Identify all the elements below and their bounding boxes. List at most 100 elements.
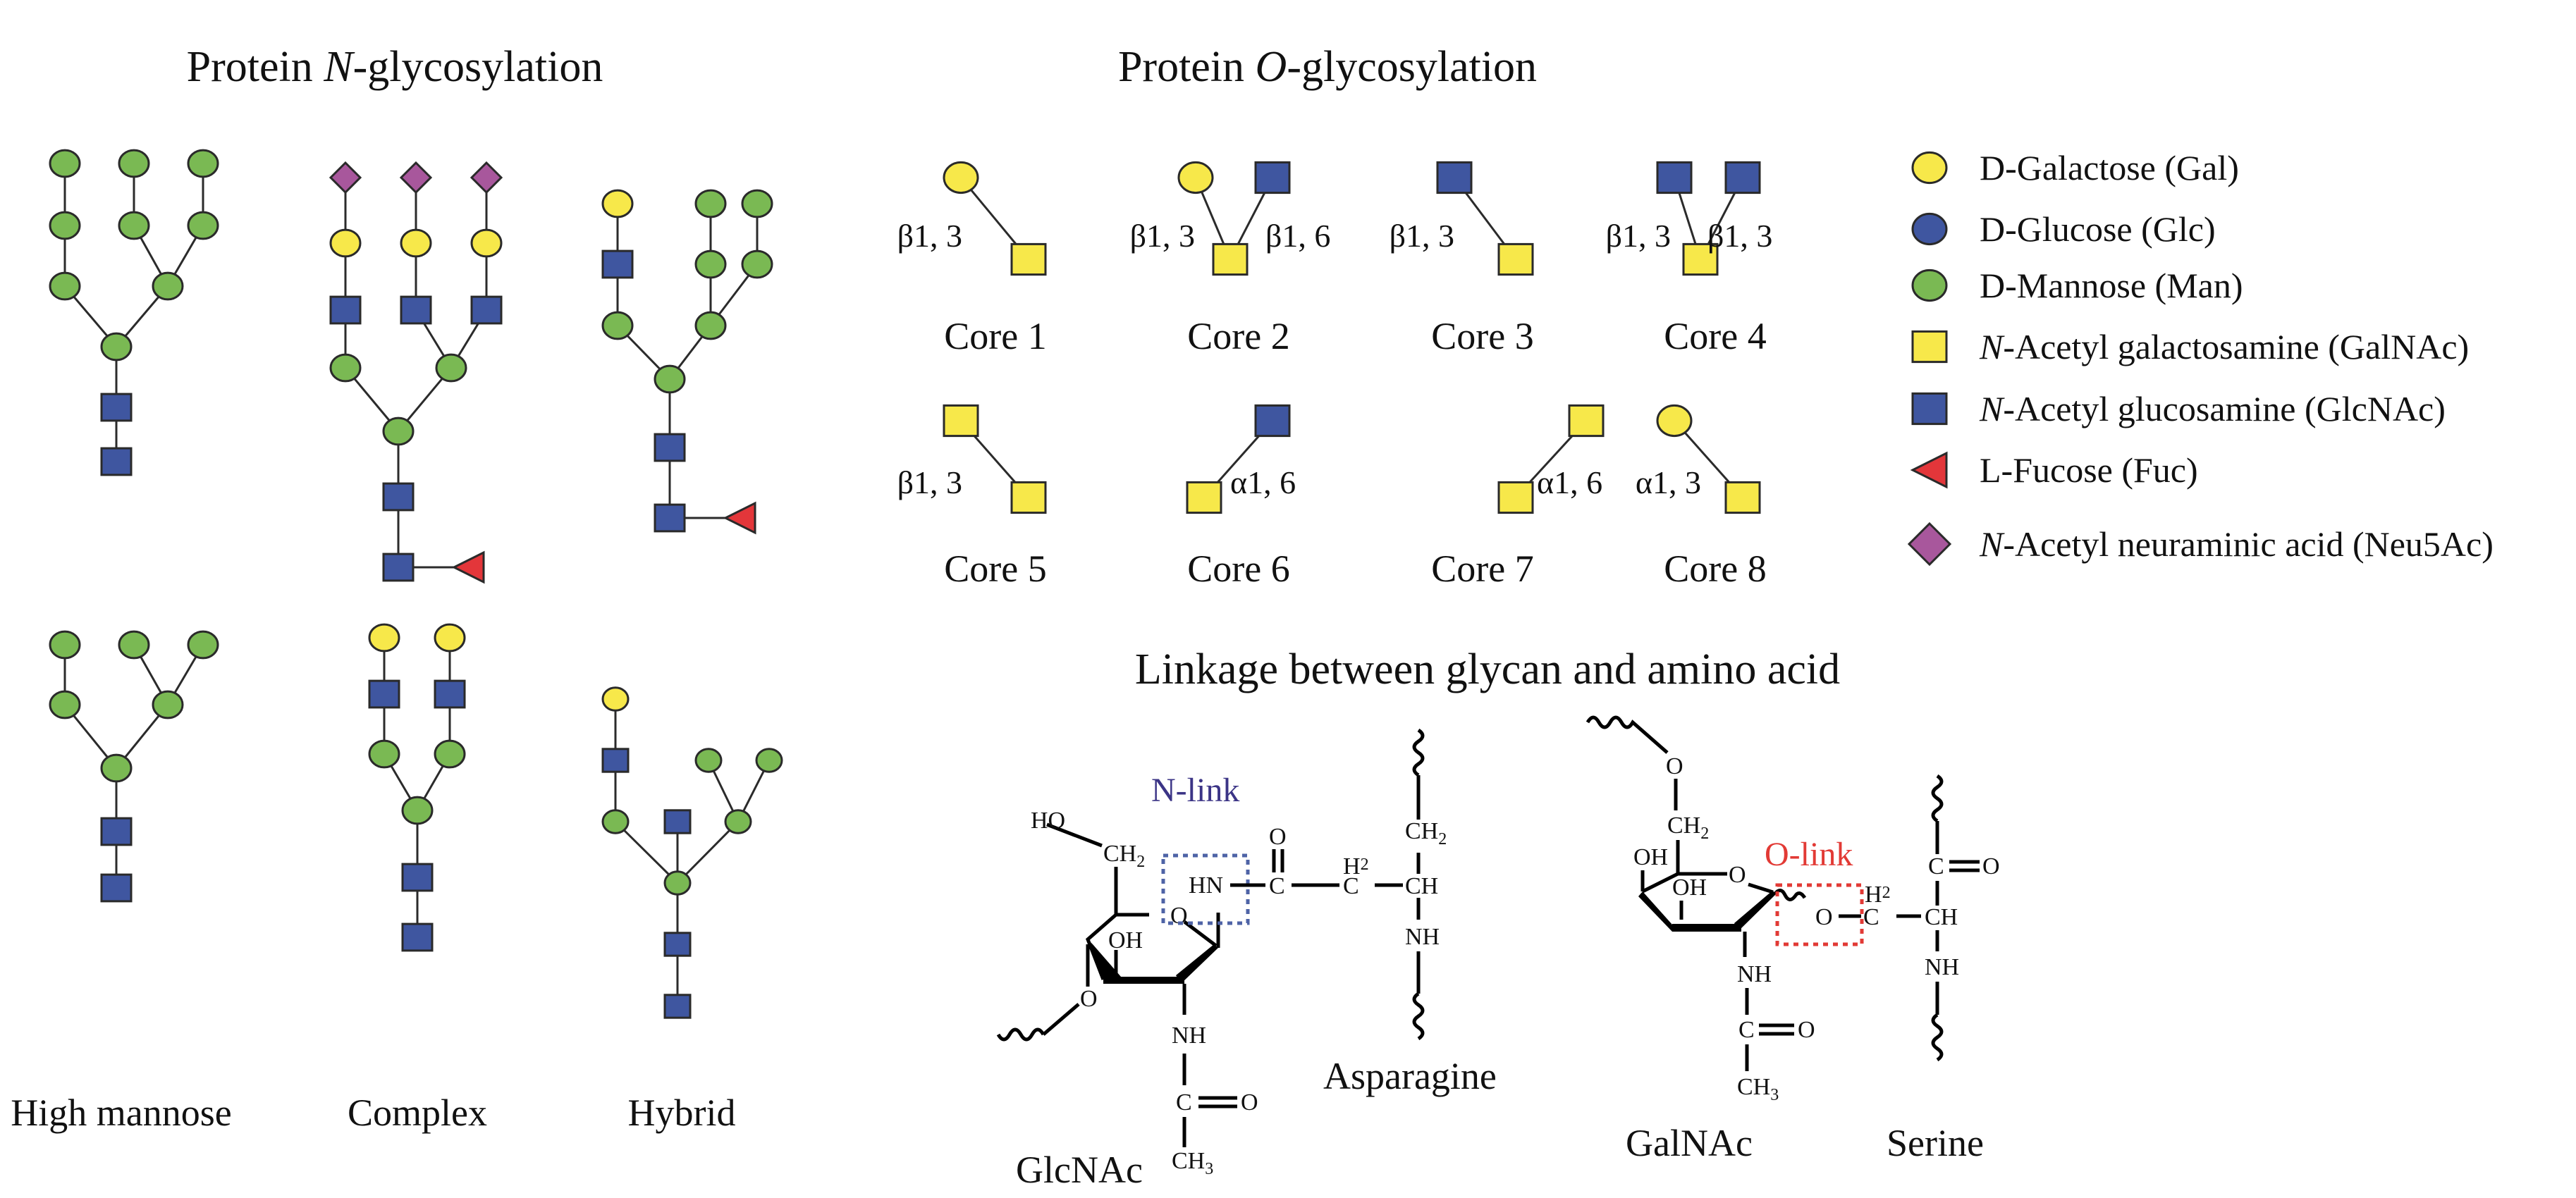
atom-c-methylene: C xyxy=(1863,904,1879,930)
glcnac-square-icon xyxy=(1656,161,1693,194)
legend-label: D-Galactose (Gal) xyxy=(1980,148,2239,187)
glcnac-square-icon xyxy=(1436,161,1473,194)
galnac-root-square-icon xyxy=(1497,242,1534,276)
o-link-structure: O CH2 OH O OH NH C O CH3 O- xyxy=(1586,715,2000,1164)
core-label: Core 8 xyxy=(1664,548,1766,590)
amino-acid-asparagine: Asparagine xyxy=(1323,1055,1497,1097)
wavy-backbone-bottom xyxy=(1412,992,1425,1041)
glycosidic-bond xyxy=(676,820,740,884)
glcnac-square-icon xyxy=(663,932,692,957)
man-circle-icon xyxy=(118,630,150,660)
glcnac-square-icon xyxy=(654,433,686,462)
glcnac-square-icon xyxy=(368,679,400,709)
glcnac-square-icon xyxy=(400,295,432,325)
man-circle-icon xyxy=(118,211,150,240)
man-circle-icon xyxy=(49,630,81,660)
ring-wedge-left xyxy=(1638,891,1672,932)
atom-oh: OH xyxy=(1108,927,1143,953)
fuc-triangle-icon xyxy=(723,501,756,535)
n-glycan-cx-top xyxy=(329,161,503,584)
core-label: Core 4 xyxy=(1664,315,1766,357)
wavy-chain-left xyxy=(996,1027,1045,1042)
atom-o-glyco: O xyxy=(1080,986,1098,1012)
man-circle-icon xyxy=(435,353,467,383)
atom-nh-backbone: NH xyxy=(1925,954,1959,980)
legend-item-glc: D-Glucose (Glc) xyxy=(1911,209,2216,249)
legend-label: N-Acetyl glucosamine (GlcNAc) xyxy=(1979,389,2446,428)
legend-label: N-Acetyl galactosamine (GalNAc) xyxy=(1979,327,2469,366)
glcnac-square-icon xyxy=(663,809,692,834)
neu5ac-diamond-icon xyxy=(329,161,362,194)
label-complex: Complex xyxy=(348,1092,487,1134)
linkage-label: α1, 6 xyxy=(1537,464,1602,500)
atom-o-amide: O xyxy=(1269,824,1287,850)
ring-bond-o xyxy=(1183,920,1218,947)
atom-ring-o: O xyxy=(1729,862,1746,888)
linkage-panel: Linkage between glycan and amino acid N-… xyxy=(996,646,2000,1191)
legend-item-galnac: N-Acetyl galactosamine (GalNAc) xyxy=(1911,327,2469,366)
man-circle-icon xyxy=(755,748,783,773)
o-link-tag: O-link xyxy=(1765,836,1853,873)
man-circle-icon xyxy=(654,364,686,394)
legend-label: D-Glucose (Glc) xyxy=(1980,209,2216,249)
gal-circle-icon xyxy=(601,686,630,712)
man-circle-icon xyxy=(601,809,630,834)
man-circle-icon xyxy=(694,311,727,340)
n-glycan-hm-bot xyxy=(49,630,219,903)
galnac-root-square-icon xyxy=(1186,481,1222,514)
core-label: Core 6 xyxy=(1187,548,1289,590)
man-circle-icon xyxy=(49,690,81,720)
glcnac-square-icon xyxy=(100,873,133,903)
glcnac-square-icon xyxy=(654,503,686,533)
atom-oh-2: OH xyxy=(1672,875,1707,901)
atom-o-acetyl: O xyxy=(1798,1017,1815,1043)
glcnac-square-icon xyxy=(401,863,434,892)
glcnac-square-icon xyxy=(329,295,362,325)
atom-nh: NH xyxy=(1737,961,1772,987)
man-circle-icon xyxy=(49,271,81,301)
atom-ch2: CH2 xyxy=(1103,841,1145,871)
n-link-tag: N-link xyxy=(1151,772,1239,809)
n-glycosylation-panel: Protein N-glycosylation High mannose Com… xyxy=(11,43,783,1134)
ring-bond-left xyxy=(1641,872,1679,894)
glcnac-square-icon xyxy=(1254,404,1291,438)
man-circle-icon xyxy=(694,748,723,773)
galnac-legend-icon xyxy=(1911,330,1948,364)
atom-ch-alpha: CH xyxy=(1925,904,1958,930)
legend-label: L-Fucose (Fuc) xyxy=(1980,450,2198,490)
man-circle-icon xyxy=(382,416,415,446)
glcnac-square-icon xyxy=(1254,161,1291,194)
galnac-square-icon xyxy=(1568,404,1605,438)
n-glycan-hy-top xyxy=(601,189,773,535)
fuc-legend-icon xyxy=(1910,451,1948,489)
atom-o-carbonyl: O xyxy=(1982,853,2000,879)
o-glycosylation-title: Protein O-glycosylation xyxy=(1118,43,1537,91)
legend-item-man: D-Mannose (Man) xyxy=(1911,266,2243,305)
n-glycosylation-title: Protein N-glycosylation xyxy=(187,43,603,91)
galnac-root-square-icon xyxy=(1010,242,1047,276)
galnac-square-icon xyxy=(943,404,979,438)
gal-circle-icon xyxy=(1177,161,1214,194)
man-circle-icon xyxy=(741,189,773,218)
legend-label: D-Mannose (Man) xyxy=(1980,266,2243,305)
atom-ho: HO xyxy=(1031,808,1065,834)
atom-c-acetyl: C xyxy=(1176,1089,1192,1116)
linkage-label: β1, 3 xyxy=(1390,218,1454,254)
core-label: Core 5 xyxy=(944,548,1046,590)
ring-bond-bottom xyxy=(1672,924,1741,932)
glcnac-square-icon xyxy=(663,994,692,1019)
atom-ch2-side: CH2 xyxy=(1405,818,1447,848)
man-circle-icon xyxy=(49,149,81,178)
galnac-root-square-icon xyxy=(1682,242,1719,276)
n-glycan-hm-top xyxy=(49,149,219,476)
atom-c-carbonyl: C xyxy=(1928,853,1944,879)
atom-nh-backbone: NH xyxy=(1405,924,1440,950)
gal-circle-icon xyxy=(470,228,503,258)
